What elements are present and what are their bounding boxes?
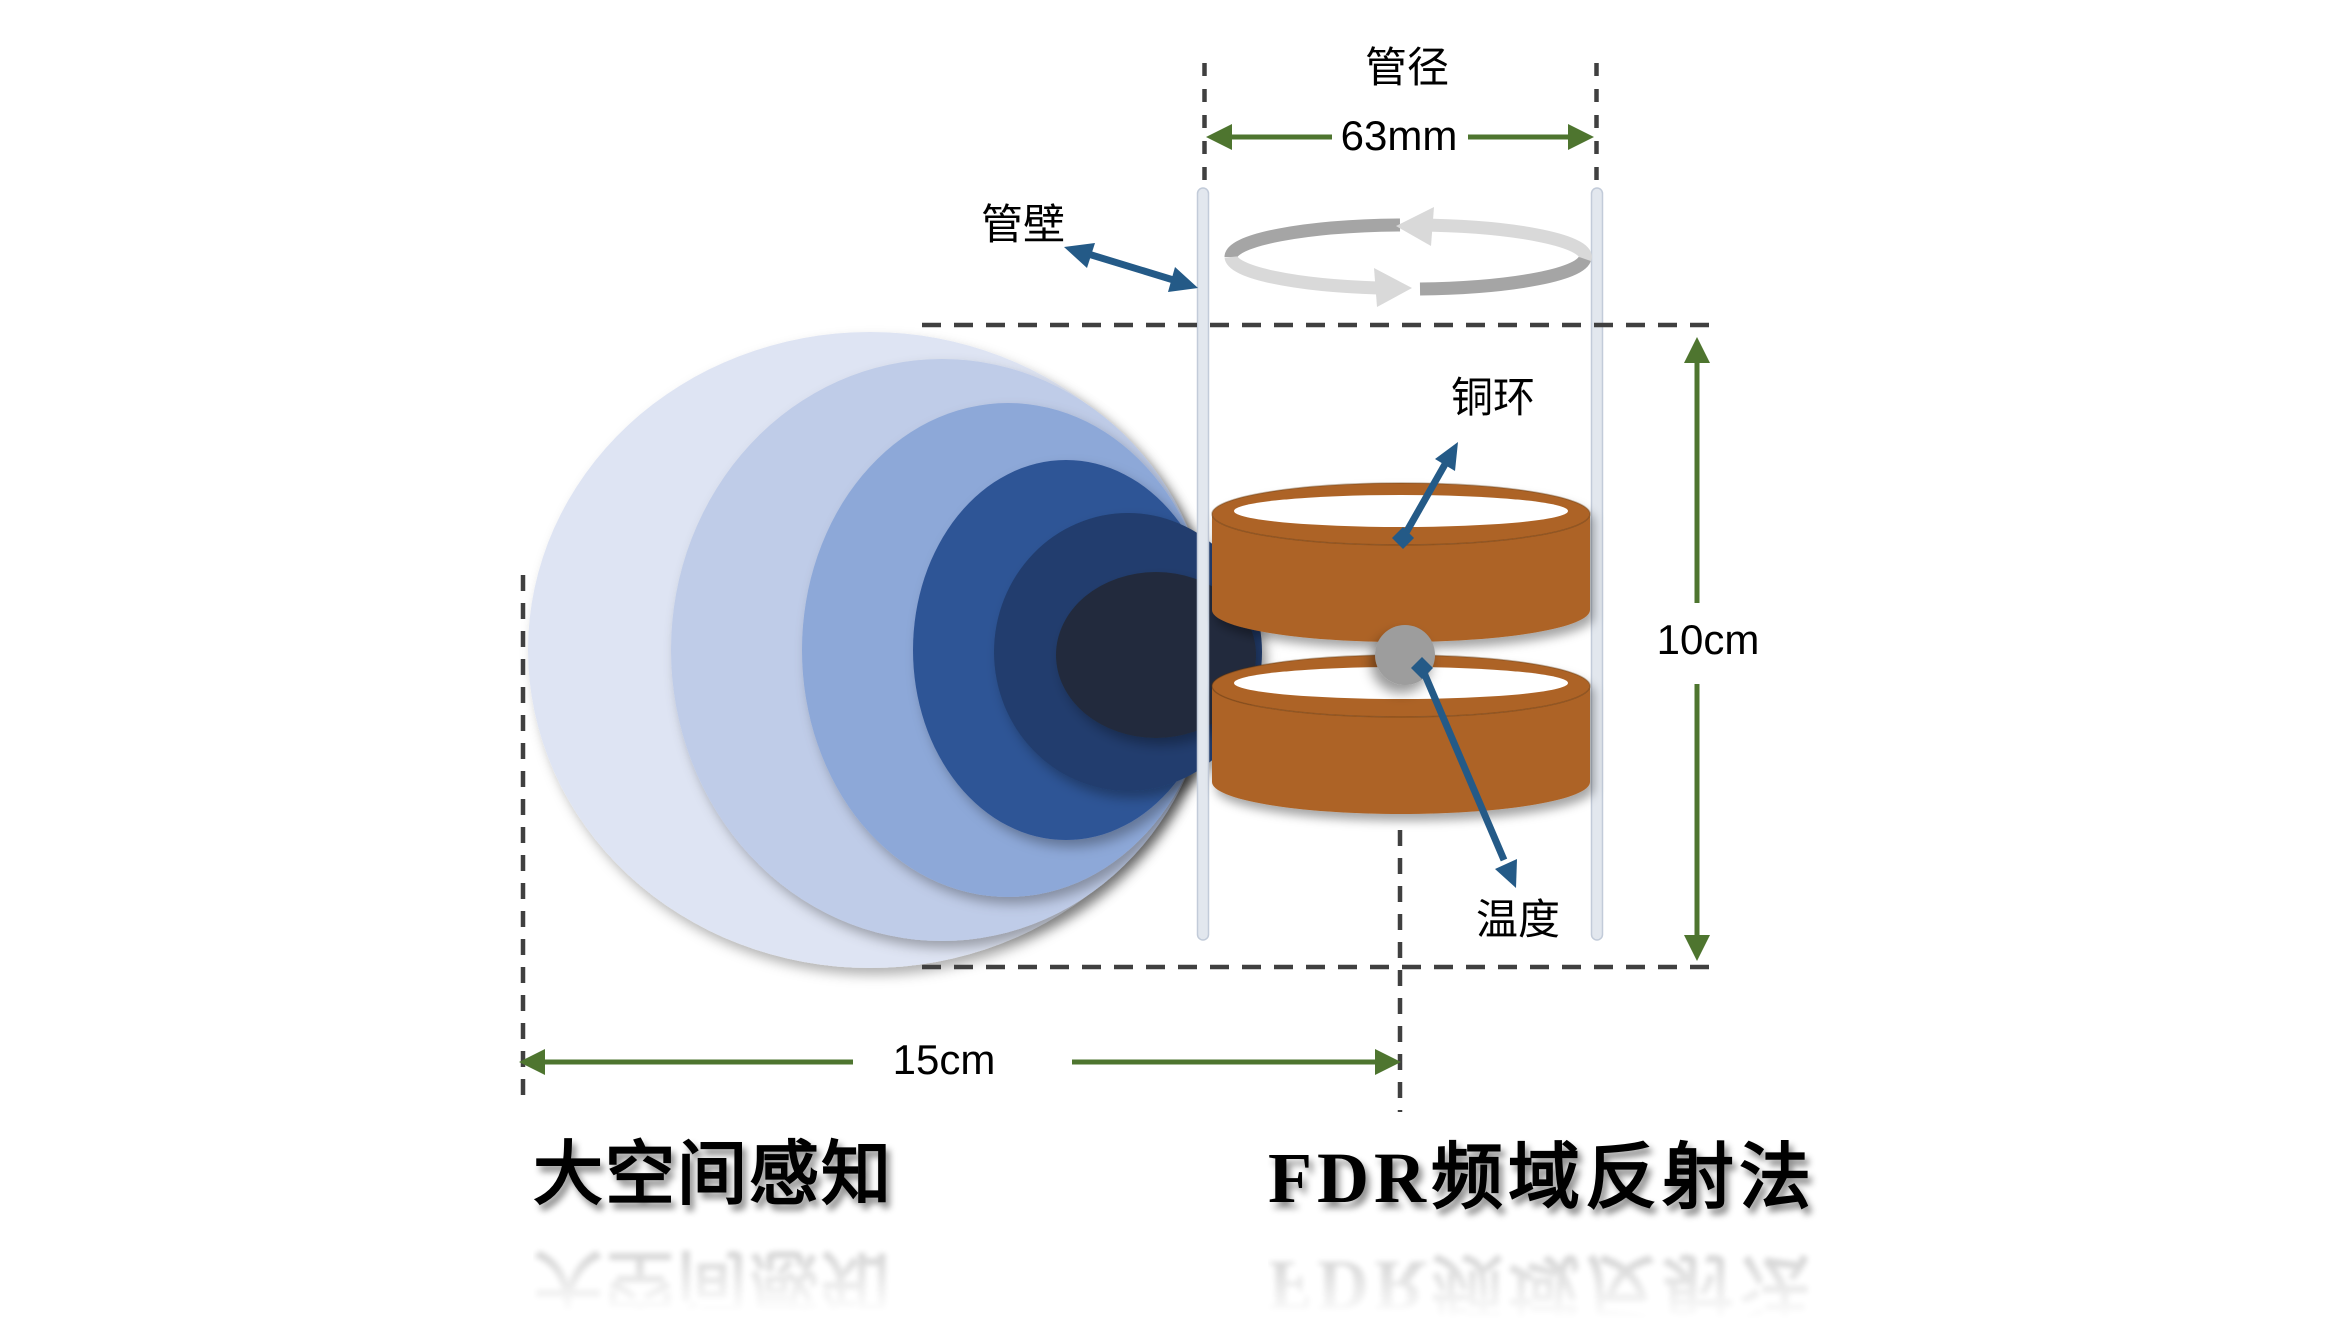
right-caption-text: FDR频域反射法 — [1268, 1138, 1816, 1218]
temperature-label: 温度 — [1475, 895, 1561, 943]
temperature-arrow-diamond — [1411, 657, 1433, 679]
pipe-diameter-value: 63mm — [1340, 111, 1458, 159]
rotation-arrows — [1224, 207, 1592, 307]
rotation-arrow-right-front — [1417, 218, 1592, 262]
copper-ring-label: 铜环 — [1450, 373, 1536, 421]
rotation-arrowhead-front — [1374, 268, 1412, 307]
sensing-field — [528, 332, 1262, 968]
pipe-wall-label: 管壁 — [980, 200, 1066, 248]
temperature-arrow — [1411, 657, 1517, 888]
copper-ring-top — [1211, 482, 1591, 642]
pipe-wall-right — [1590, 187, 1604, 941]
copper-ring-top-body — [1212, 514, 1590, 642]
copper-ring-bottom-body — [1212, 686, 1590, 814]
width-dimension-value: 15cm — [892, 1035, 996, 1083]
left-caption: 大空间感知 大空间感知 — [533, 1118, 893, 1326]
copper-ring-arrow-diamond — [1392, 527, 1414, 549]
right-caption-reflection: FDR频域反射法 — [1268, 1246, 1816, 1326]
dimension-arrow-63mm — [1206, 124, 1594, 150]
dimension-arrow-10cm — [1684, 337, 1710, 961]
left-caption-text: 大空间感知 — [533, 1137, 893, 1214]
rotation-arrowhead-back — [1396, 207, 1434, 246]
pipe-wall-left — [1196, 187, 1210, 941]
pipe-diameter-label: 管径 — [1364, 43, 1450, 91]
copper-ring-arrow — [1392, 442, 1458, 549]
rotation-arrow-left-front — [1224, 255, 1379, 295]
right-caption: FDR频域反射法 FDR频域反射法 — [1268, 1118, 1816, 1326]
height-dimension-value: 10cm — [1656, 615, 1760, 663]
rotation-arrow-right-back — [1419, 256, 1592, 296]
pipe-wall-arrow — [1064, 243, 1198, 292]
copper-ring-top-hole — [1234, 495, 1568, 527]
rotation-arrow-left-back — [1224, 218, 1401, 259]
left-caption-reflection: 大空间感知 — [533, 1242, 893, 1319]
dimension-arrow-15cm — [519, 1049, 1401, 1075]
